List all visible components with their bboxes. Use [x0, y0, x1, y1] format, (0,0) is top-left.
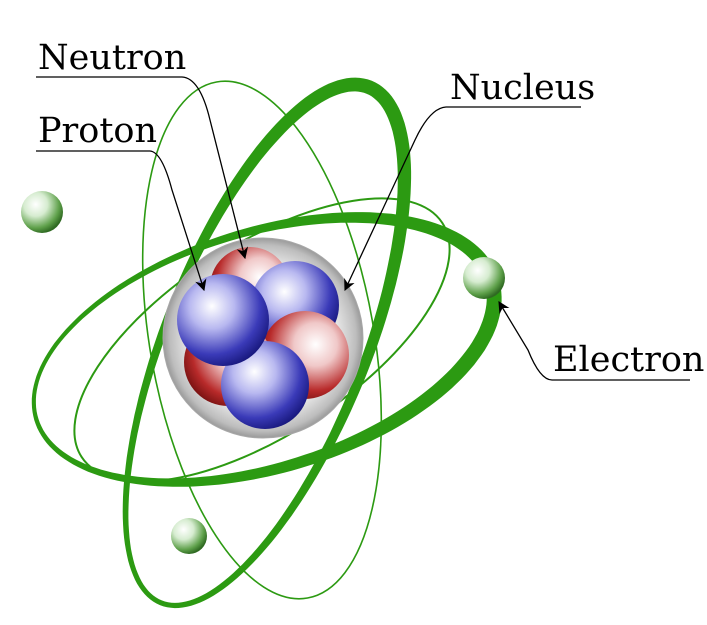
nucleus [162, 237, 364, 439]
leader-lines [36, 76, 690, 381]
electron-particle [463, 257, 505, 299]
proton-label: Proton [38, 111, 157, 151]
proton-particle [177, 274, 269, 366]
electrons [21, 191, 505, 554]
orbit-thick-a [31, 212, 502, 487]
labels: Neutron Proton Nucleus Electron [38, 38, 704, 380]
nucleus-leader [344, 106, 581, 292]
orbits-thick [31, 77, 502, 609]
electron-label: Electron [553, 340, 704, 380]
neutron-leader [36, 76, 249, 260]
electron-particle [171, 518, 207, 554]
proton-leader [36, 150, 207, 292]
nucleus-label: Nucleus [450, 68, 595, 108]
electron-particle [21, 191, 63, 233]
neutron-label: Neutron [38, 38, 186, 78]
electron-leader [498, 300, 690, 381]
proton-particle [221, 341, 309, 429]
